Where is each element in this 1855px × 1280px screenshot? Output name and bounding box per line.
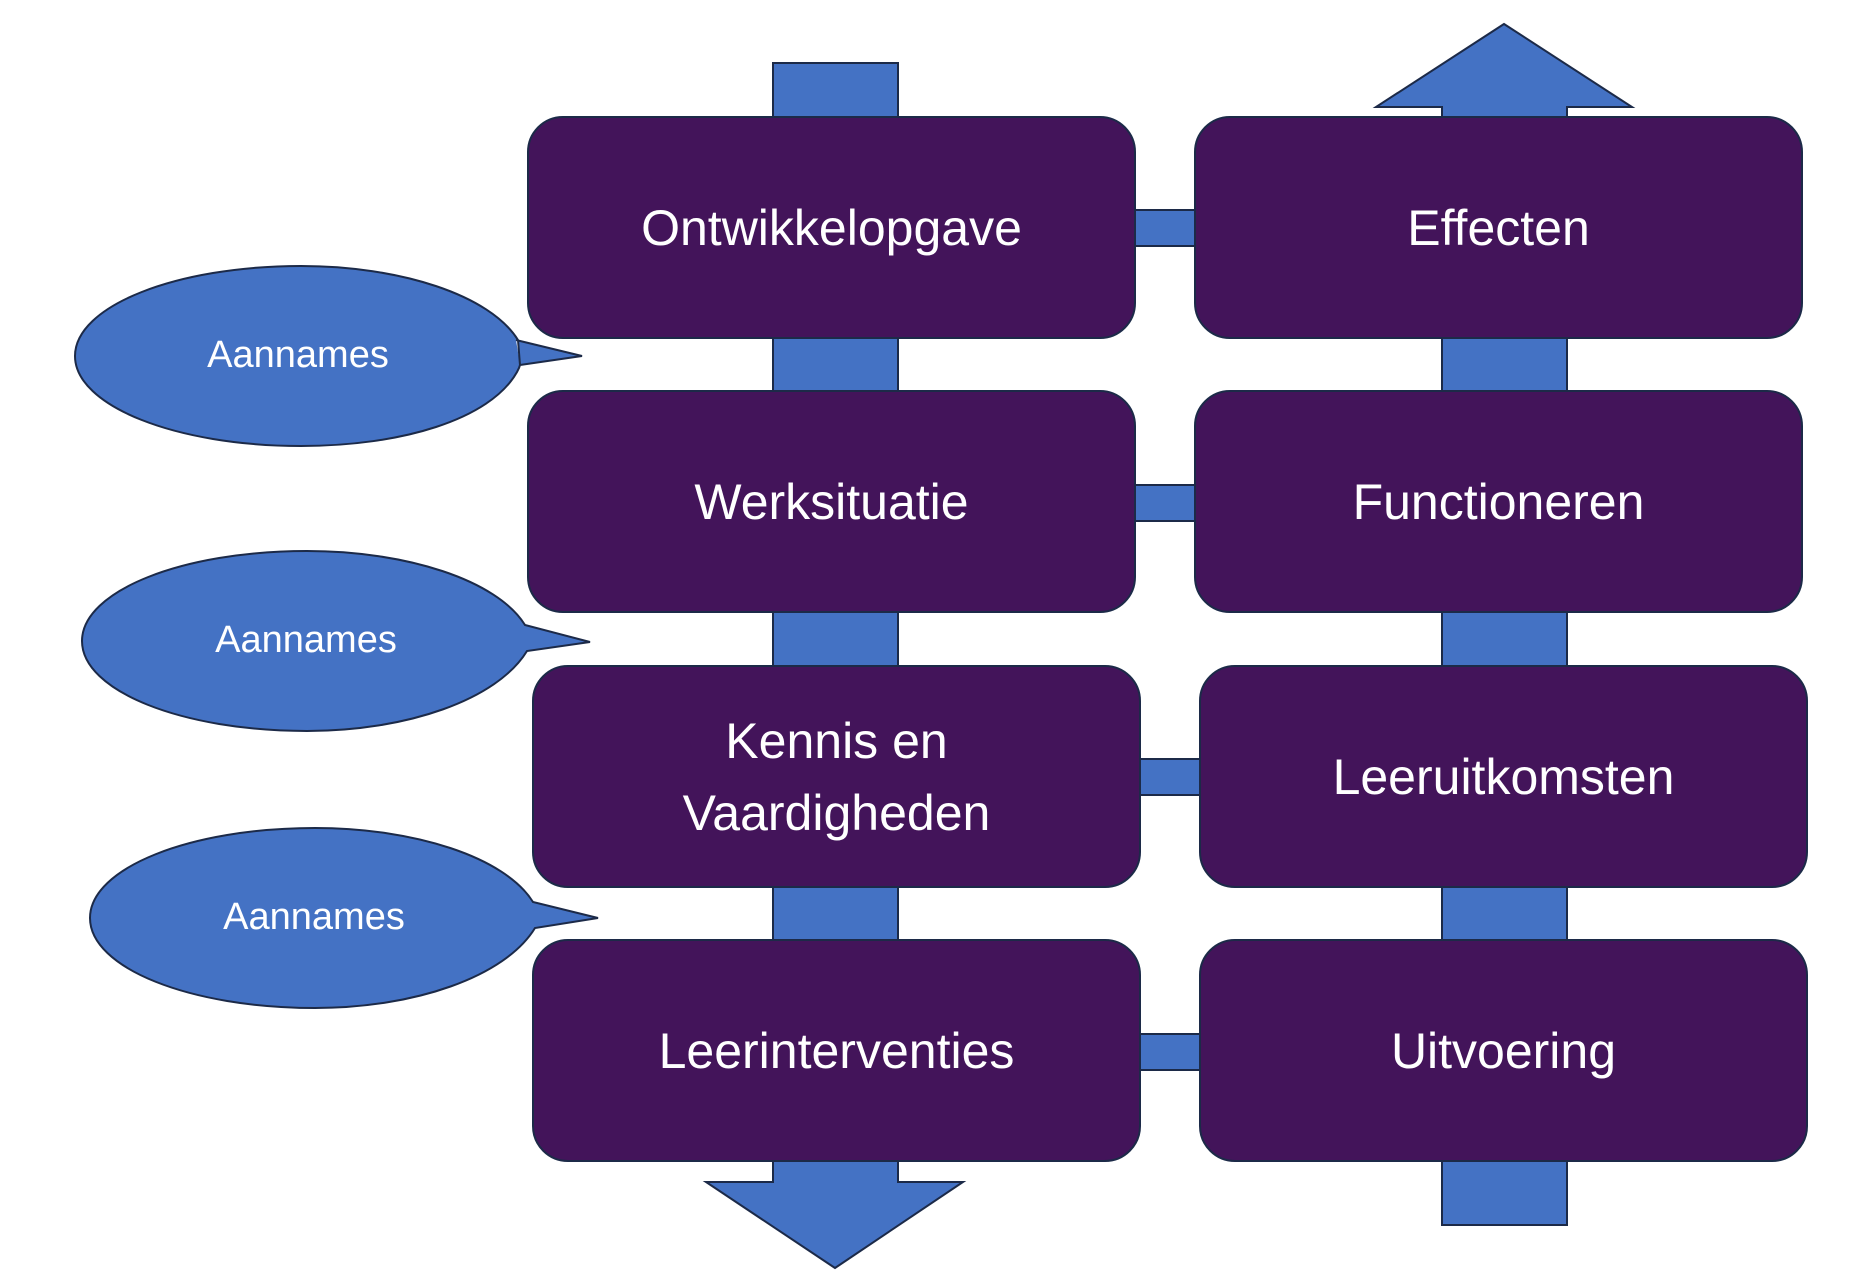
box-label: Leeruitkomsten <box>1332 748 1675 805</box>
box-effecten: Effecten <box>1194 116 1803 339</box>
box-uitvoering: Uitvoering <box>1199 939 1808 1162</box>
box-functioneren: Functioneren <box>1194 390 1803 613</box>
box-kennis-en-vaardigheden: Kennis en Vaardigheden <box>532 665 1141 888</box>
assumption-bubble-1 <box>73 264 583 448</box>
box-label: Effecten <box>1407 199 1590 256</box>
box-label: Werksituatie <box>694 473 969 530</box>
box-ontwikkelopgave: Ontwikkelopgave <box>527 116 1136 339</box>
box-leerinterventies: Leerinterventies <box>532 939 1141 1162</box>
box-label: Ontwikkelopgave <box>641 199 1022 256</box>
box-leeruitkomsten: Leeruitkomsten <box>1199 665 1808 888</box>
box-label: Kennis en Vaardigheden <box>682 712 991 841</box>
assumption-bubble-3 <box>88 826 599 1010</box>
assumption-label-2: Aannames <box>215 619 397 661</box>
box-label: Uitvoering <box>1390 1022 1617 1079</box>
assumption-label-1: Aannames <box>207 334 389 376</box>
box-label: Leerinterventies <box>658 1022 1015 1079</box>
assumption-bubble-2 <box>80 549 591 733</box>
box-label: Functioneren <box>1352 473 1645 530</box>
assumption-label-3: Aannames <box>223 896 405 938</box>
box-werksituatie: Werksituatie <box>527 390 1136 613</box>
